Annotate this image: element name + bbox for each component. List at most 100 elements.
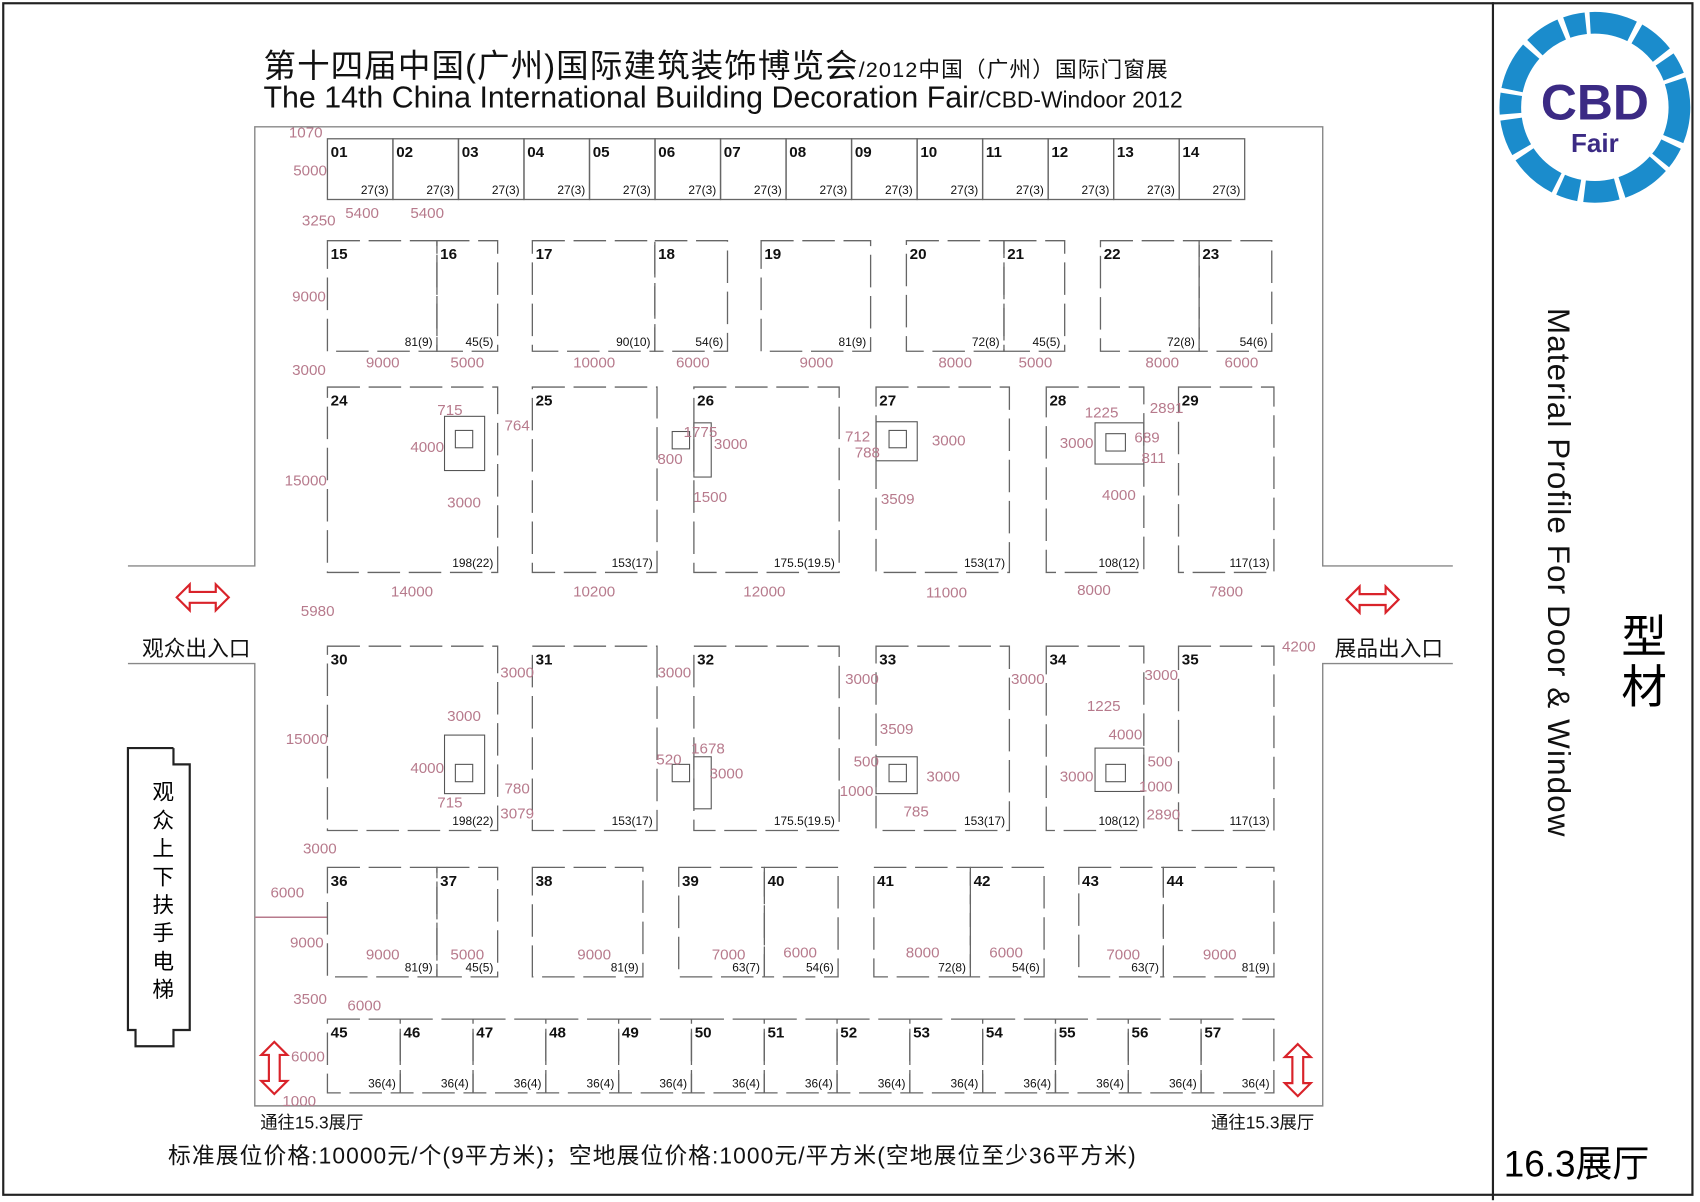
title-english: The 14th China International Building De… [263, 80, 1182, 115]
dimension-label: 689 [1134, 429, 1159, 446]
title-cn-sub: /2012中国（广州）国际门窗展 [858, 58, 1169, 83]
booth-number: 32 [697, 652, 714, 669]
logo-main-text: CBD [1541, 74, 1649, 130]
booth-number: 52 [840, 1025, 857, 1042]
dimension-label: 1000 [282, 1093, 316, 1110]
dimension-label: 5000 [1019, 355, 1053, 372]
dimension-label: 800 [657, 451, 682, 468]
booth-area: 54(6) [695, 335, 723, 349]
booth-number: 09 [855, 144, 872, 161]
pillar [454, 429, 474, 449]
booth-outline [326, 645, 499, 832]
dimension-label: 11000 [926, 584, 967, 601]
booth-outline [326, 386, 499, 574]
dimension-label: 8000 [938, 355, 972, 372]
booth-area: 27(3) [623, 183, 651, 197]
dimension-label: 1775 [684, 424, 718, 441]
pillars [443, 415, 1145, 810]
booth-area: 27(3) [426, 183, 454, 197]
booth-32[interactable]: 32 175.5(19.5) [693, 645, 840, 832]
booth-number: 16 [440, 246, 457, 263]
booth-number: 43 [1082, 873, 1099, 890]
dimension-label: 7000 [1106, 947, 1140, 964]
dimension-label: 4000 [1102, 487, 1136, 504]
booth-number: 10 [920, 144, 937, 161]
title-en-main: The 14th China International Building De… [263, 80, 979, 114]
booth-outline [326, 866, 438, 978]
booth-area: 36(4) [514, 1076, 542, 1090]
booth-number: 28 [1050, 392, 1067, 409]
booth-area: 175.5(19.5) [774, 814, 835, 828]
booth-number: 23 [1202, 246, 1219, 263]
pricing-note: 标准展位价格:10000元/个(9平方米)；空地展位价格:1000元/平方米(空… [168, 1143, 1137, 1169]
booth-area: 108(12) [1098, 556, 1139, 570]
dimension-label: 3079 [500, 806, 534, 823]
pillar [1094, 747, 1145, 793]
booth-area: 36(4) [1023, 1076, 1051, 1090]
booth-area: 27(3) [819, 183, 847, 197]
dimension-label: 3000 [1060, 435, 1094, 452]
booth-area: 45(5) [1033, 335, 1061, 349]
dimension-label: 6000 [291, 1048, 325, 1065]
booth-area: 36(4) [1169, 1076, 1197, 1090]
booth-18[interactable]: 18 54(6) [654, 240, 729, 352]
booth-outline [875, 645, 1011, 832]
booth-number: 18 [658, 246, 675, 263]
booth-28[interactable]: 28 108(12) [1045, 386, 1145, 574]
hall-outline [127, 126, 1453, 1107]
pillar [875, 756, 918, 795]
